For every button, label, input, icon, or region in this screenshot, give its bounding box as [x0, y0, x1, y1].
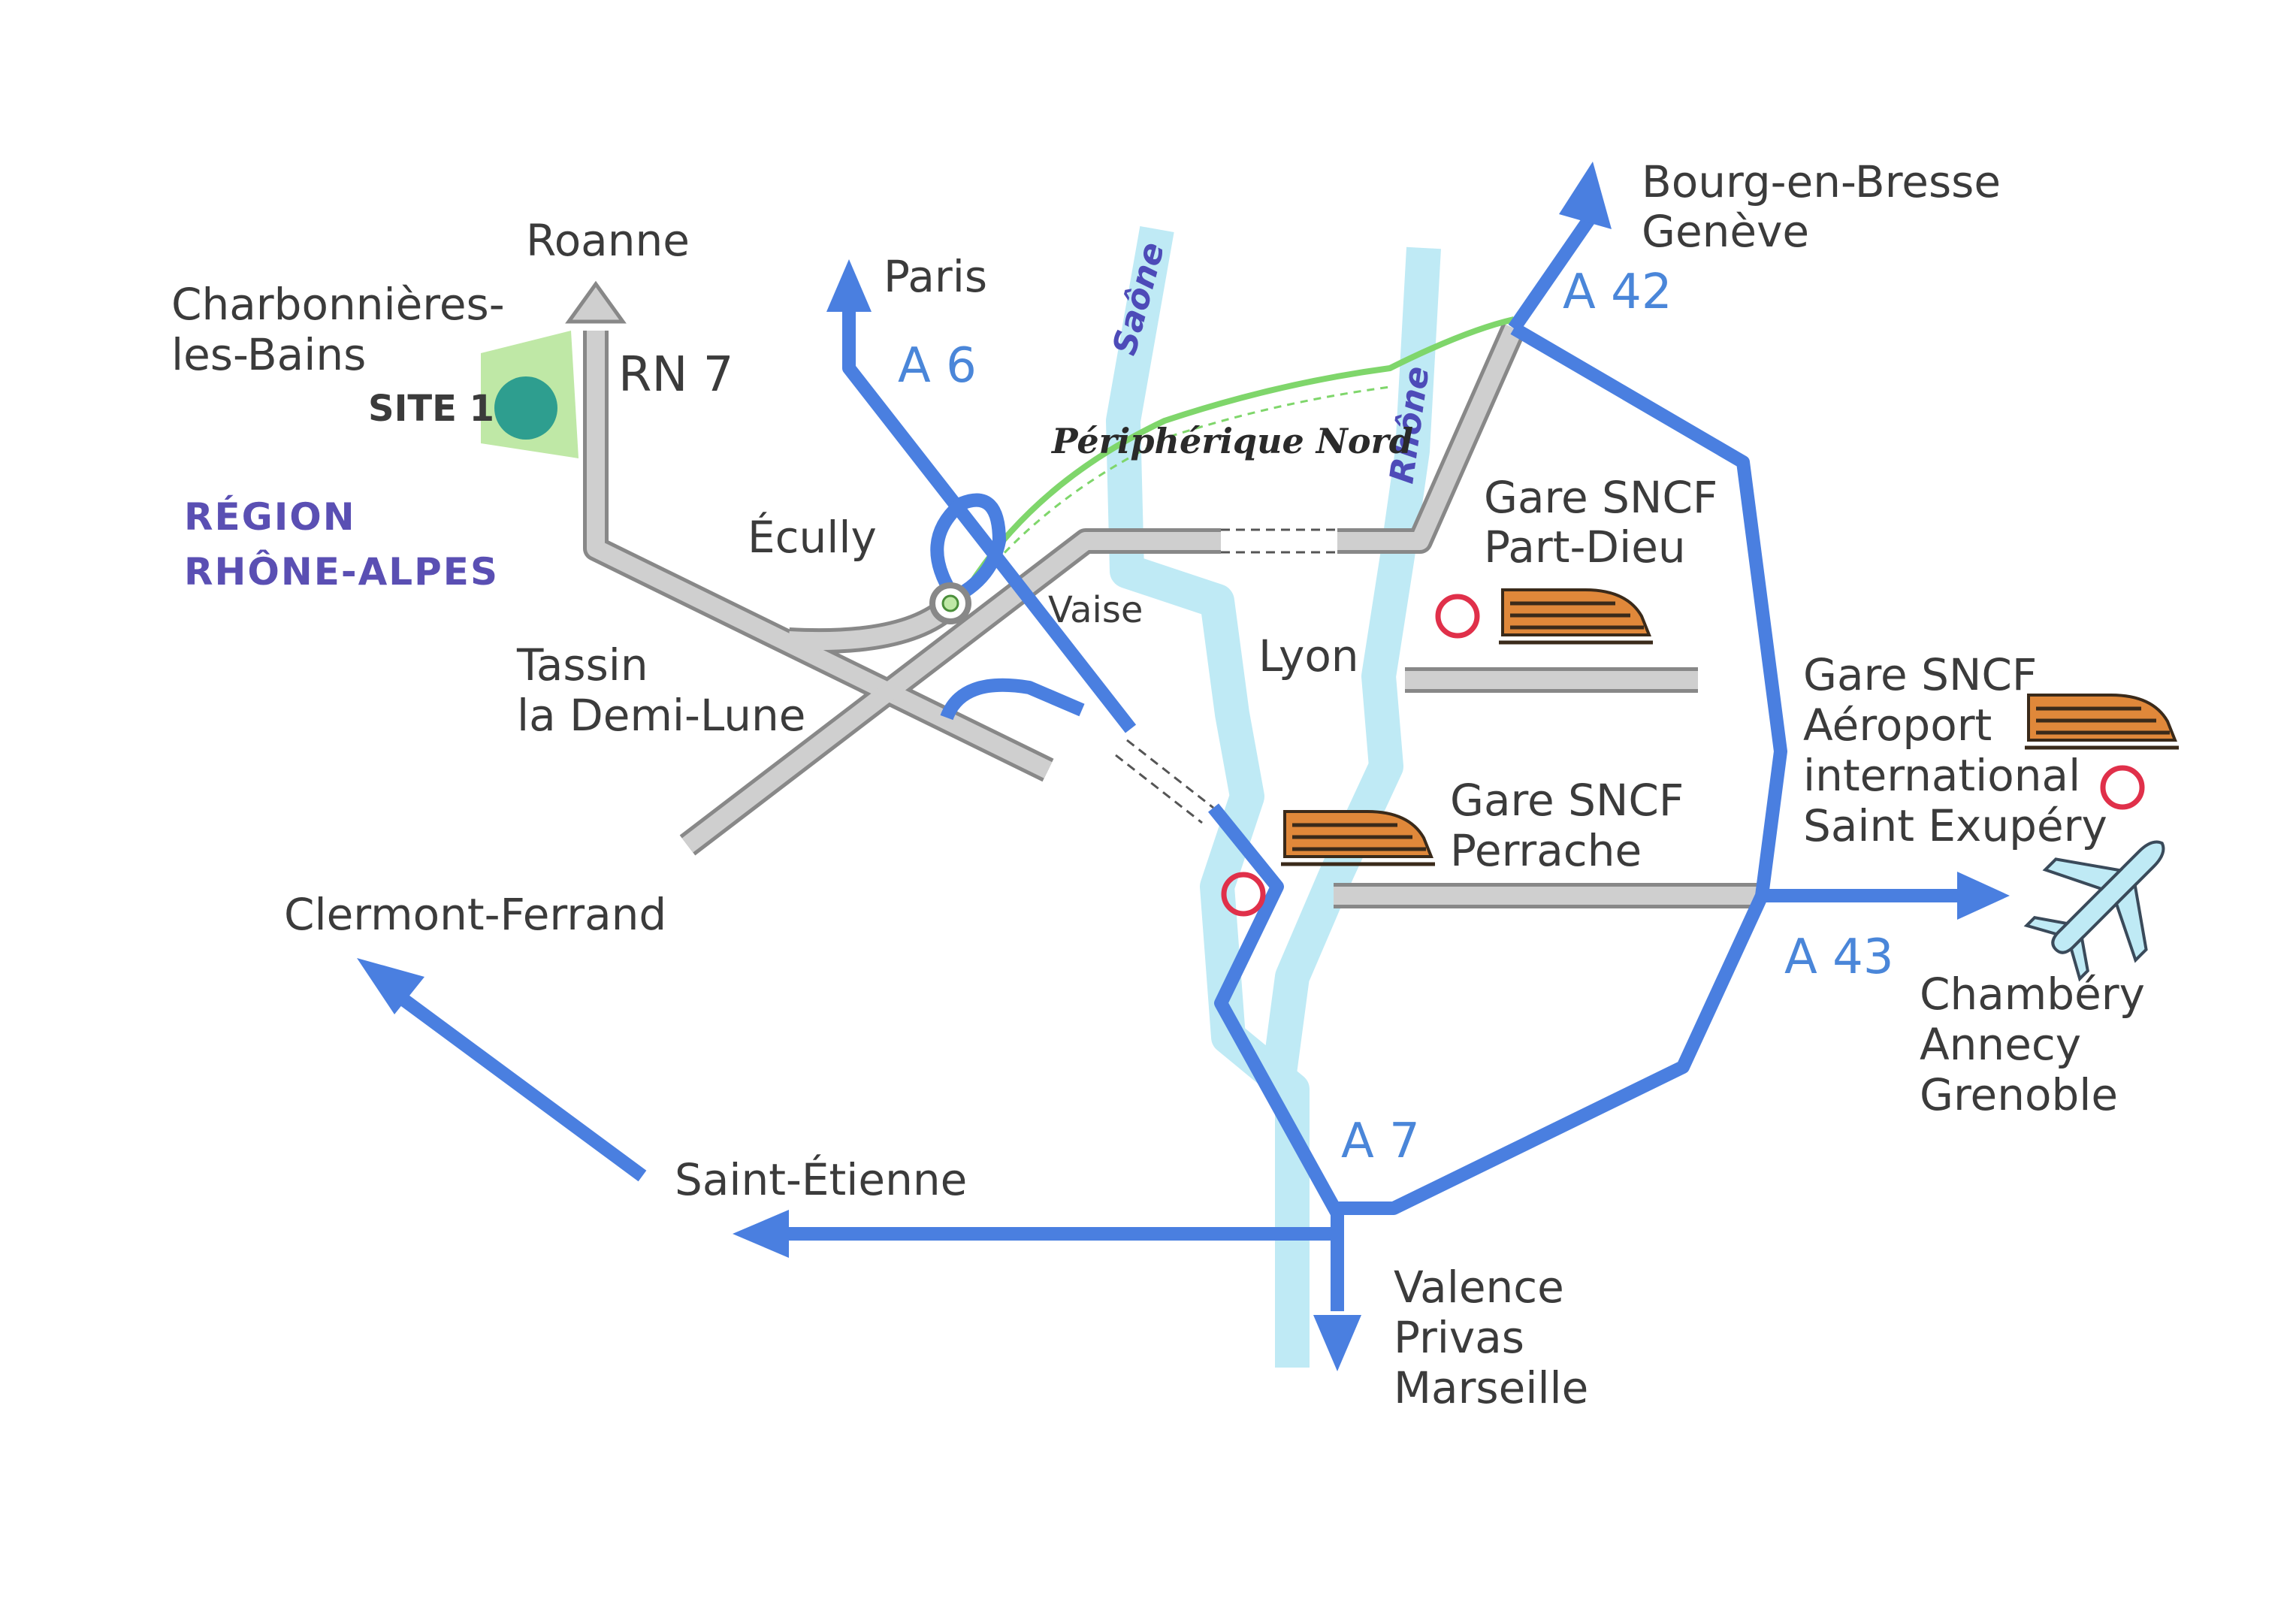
station-marker-icon: [1221, 872, 1266, 917]
place-east-line1: Chambéry: [1920, 969, 2145, 1020]
place-saint-etienne: Saint-Étienne: [675, 1153, 967, 1205]
station-part-dieu-line1: Gare SNCF: [1484, 472, 1717, 523]
place-east-line3: Grenoble: [1920, 1069, 2118, 1120]
station-airport-line2: Aéroport: [1803, 700, 1992, 751]
station-marker-icon: [2100, 765, 2145, 810]
train-icon: [1281, 812, 1435, 864]
place-vaise: Vaise: [1048, 589, 1143, 631]
place-tassin-line1: Tassin: [516, 639, 648, 691]
road-label-a6: A 6: [898, 338, 977, 394]
motorway-a6-vaise: [940, 678, 1085, 721]
station-perrache-line1: Gare SNCF: [1450, 775, 1684, 826]
place-lyon: Lyon: [1258, 630, 1359, 682]
site-badge: SITE 1: [368, 388, 494, 430]
road-label-a7: A 7: [1341, 1114, 1420, 1169]
site-name-line1: Charbonnières-: [171, 279, 505, 330]
place-south-line3: Marseille: [1394, 1362, 1588, 1413]
peripherique-label: Périphérique Nord: [1050, 421, 1413, 461]
road-label-rn7: RN 7: [618, 347, 733, 403]
road-label-a43: A 43: [1784, 929, 1894, 985]
place-east-line2: Annecy: [1920, 1019, 2081, 1070]
station-marker-icon: [1435, 594, 1480, 639]
peripherique-nord: [966, 316, 1515, 588]
region-label-line2: RHÔNE-ALPES: [184, 549, 499, 594]
site-dot: [494, 376, 557, 440]
motorway-a6-loop: [930, 493, 1006, 604]
motorway-a7: [1208, 803, 1344, 1311]
place-clermont: Clermont-Ferrand: [284, 889, 666, 940]
arrow-icon: [357, 162, 2010, 1371]
place-south-line2: Privas: [1394, 1312, 1524, 1363]
station-part-dieu-line2: Part-Dieu: [1484, 521, 1686, 573]
place-roanne: Roanne: [526, 215, 690, 266]
airplane-icon: [2023, 840, 2165, 982]
place-paris: Paris: [884, 251, 987, 302]
river-saone: [1106, 226, 1310, 1368]
station-airport-line4: Saint Exupéry: [1803, 800, 2107, 851]
motorway-a6: [842, 301, 1137, 733]
place-bourg-line2: Genève: [1642, 206, 1809, 257]
station-airport-line1: Gare SNCF: [1803, 649, 2037, 700]
motorway-clermont: [394, 990, 647, 1182]
station-airport-line3: international: [1803, 750, 2080, 801]
region-label-line1: RÉGION: [184, 494, 356, 539]
place-south-line1: Valence: [1394, 1262, 1564, 1313]
motorway-a42-ring: [1508, 210, 1599, 333]
place-tassin-line2: la Demi-Lune: [517, 690, 805, 741]
station-perrache-line2: Perrache: [1450, 825, 1642, 876]
site-name-line2: les-Bains: [171, 329, 366, 380]
train-icon: [2025, 695, 2179, 748]
train-icon: [1499, 590, 1653, 642]
place-bourg-line1: Bourg-en-Bresse: [1642, 156, 2001, 207]
tunnel: [1115, 528, 1337, 824]
road-label-a42: A 42: [1563, 264, 1672, 320]
arrow-icon: [565, 280, 627, 324]
river-rhone: [1260, 246, 1441, 1093]
place-ecully: Écully: [748, 511, 877, 563]
